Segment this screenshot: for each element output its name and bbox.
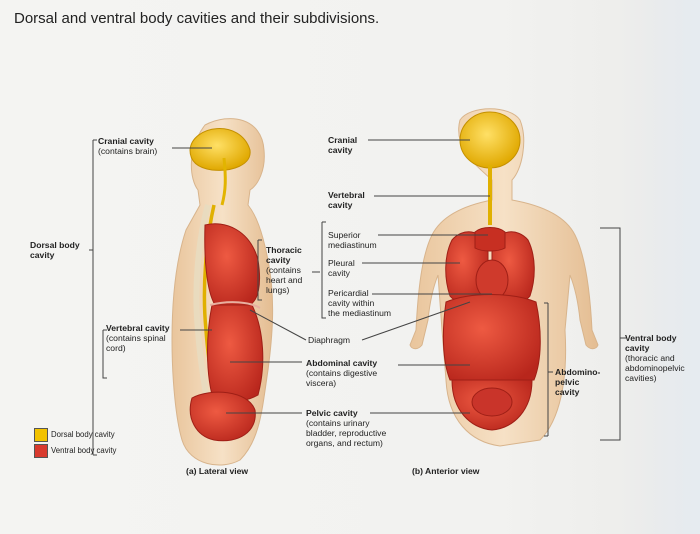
cranial-cavity-right-label: Cranial cavity bbox=[328, 135, 358, 155]
anterior-body bbox=[409, 108, 599, 447]
abdominopelvic-cavity-label: Abdomino- pelvic cavity bbox=[555, 367, 601, 397]
legend-label-dorsal: Dorsal body cavity bbox=[51, 430, 115, 439]
abdominal-cavity-label: Abdominal cavity(contains digestive visc… bbox=[306, 358, 378, 388]
anterior-view-caption: (b) Anterior view bbox=[412, 466, 480, 476]
pelvic-cavity-label: Pelvic cavity(contains urinary bladder, … bbox=[306, 408, 387, 448]
photo-glare bbox=[640, 0, 700, 534]
dorsal-body-cavity-label: Dorsal body cavity bbox=[30, 240, 80, 260]
cranial-cavity-label: Cranial cavity(contains brain) bbox=[98, 136, 158, 156]
superior-mediastinum-label: Superior mediastinum bbox=[328, 230, 377, 250]
legend-swatch-ventral bbox=[34, 444, 48, 458]
lateral-view-caption: (a) Lateral view bbox=[186, 466, 249, 476]
left-leader-lines bbox=[89, 139, 212, 456]
figure-title: Dorsal and ventral body cavities and the… bbox=[14, 10, 380, 27]
pleural-cavity-label: Pleural cavity bbox=[328, 258, 355, 278]
ventral-body-cavity-label: Ventral body cavity(thoracic and abdomin… bbox=[625, 333, 685, 383]
pericardial-cavity-label: Pericardial cavity within the mediastinu… bbox=[328, 288, 392, 318]
right-brackets bbox=[544, 227, 626, 441]
vertebral-cavity-right-label: Vertebral cavity bbox=[328, 190, 365, 210]
diaphragm-label: Diaphragm bbox=[308, 335, 351, 345]
lateral-body bbox=[171, 118, 274, 466]
legend-swatch-dorsal bbox=[34, 428, 48, 442]
middle-leader-lines bbox=[226, 139, 492, 414]
vertebral-cavity-label: Vertebral cavity(contains spinal cord) bbox=[106, 323, 170, 353]
thoracic-cavity-label: Thoracic cavity(contains heart and lungs… bbox=[266, 245, 303, 295]
legend-label-ventral: Ventral body cavity bbox=[51, 446, 117, 455]
